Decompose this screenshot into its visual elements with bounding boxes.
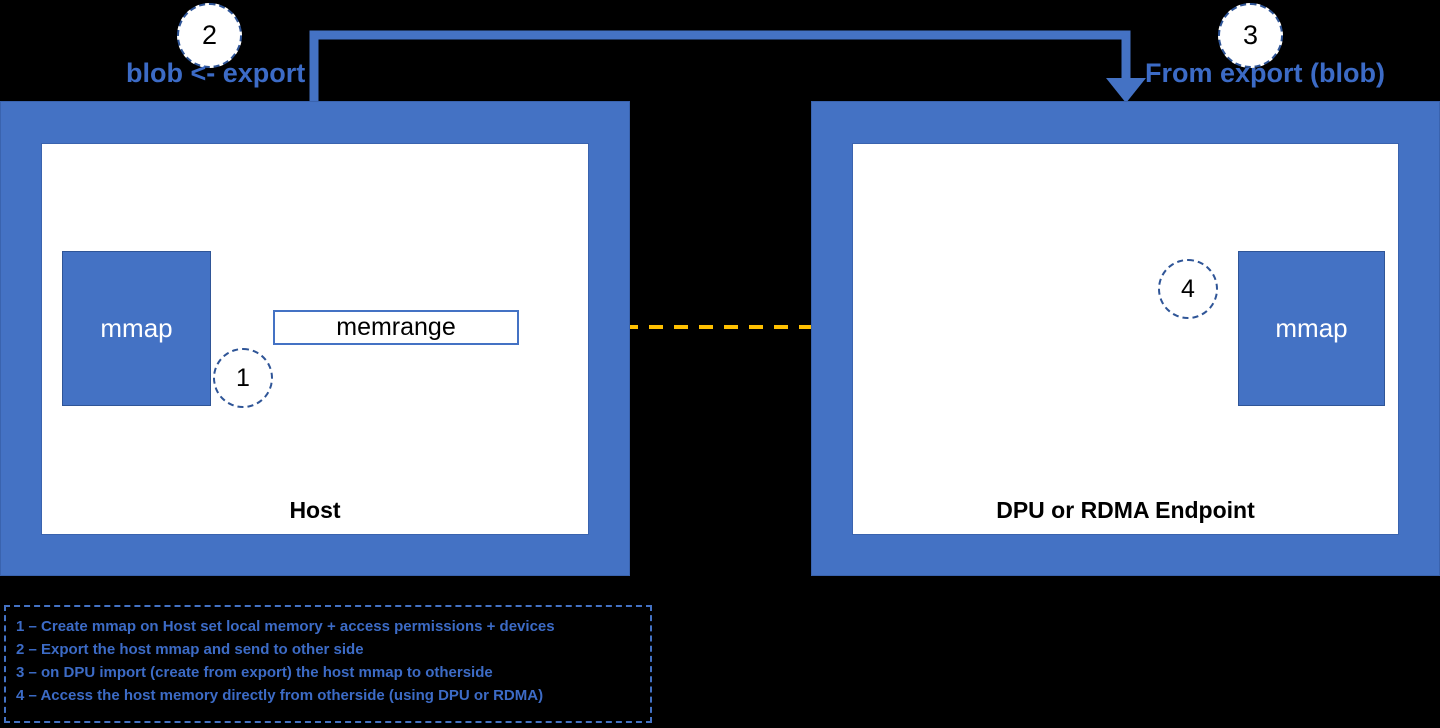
step-badge-1-number: 1 [236,363,250,392]
legend-box: 1 – Create mmap on Host set local memory… [4,605,652,723]
legend-line: 1 – Create mmap on Host set local memory… [16,618,555,635]
step-badge-4: 4 [1158,259,1218,319]
dpu-mmap-block: mmap [1238,251,1385,406]
export-caption: blob <- export [126,58,306,88]
host-mmap-block: mmap [62,251,211,406]
step-badge-2: 2 [177,3,242,68]
legend-line: 4 – Access the host memory directly from… [16,687,544,704]
host-mmap-label: mmap [100,313,173,343]
legend-line: 2 – Export the host mmap and send to oth… [16,641,364,658]
step-badge-2-number: 2 [201,20,218,50]
host-title: Host [289,497,341,523]
memrange-label: memrange [336,313,456,341]
step-badge-3-number: 3 [1242,20,1259,50]
dpu-mmap-label: mmap [1275,313,1348,343]
step-badge-1: 1 [213,348,273,408]
connector-arrowhead [1106,78,1146,103]
step-badge-3: 3 [1218,3,1283,68]
dpu-title: DPU or RDMA Endpoint [996,497,1255,523]
legend-line: 3 – on DPU import (create from export) t… [16,664,493,681]
connector-polyline [309,30,1131,101]
memrange-block: memrange [273,310,519,345]
import-caption: From export (blob) [1145,58,1385,88]
step-badge-4-number: 4 [1181,274,1195,303]
